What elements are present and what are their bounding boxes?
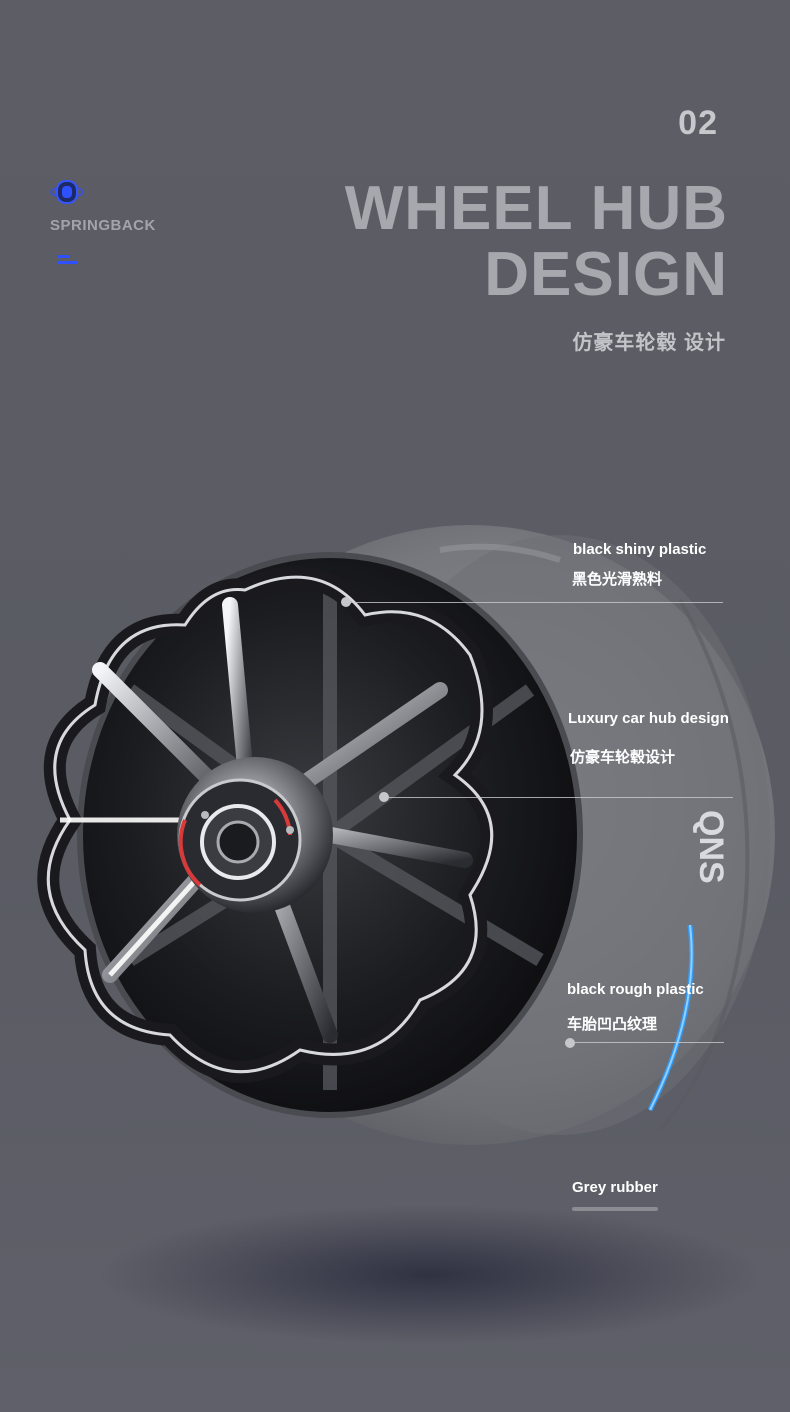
- title-line-2: DESIGN: [484, 240, 728, 309]
- brand-logo-icon: [50, 180, 84, 204]
- page-title: WHEEL HUB DESIGN: [345, 176, 728, 308]
- callout-1-label-cn: 黑色光滑熟料: [572, 571, 663, 588]
- callout-1-line: [350, 602, 723, 603]
- callout-4-underline: [572, 1207, 658, 1211]
- brand-name: SPRINGBACK: [50, 217, 156, 234]
- page-subtitle: 仿豪车轮毂 设计: [572, 332, 726, 354]
- callout-4-label: Grey rubber: [572, 1179, 658, 1196]
- hub-cap: [177, 757, 333, 913]
- title-line-1: WHEEL HUB: [344, 174, 728, 243]
- wheel-illustration: QNS: [37, 525, 775, 1145]
- callout-3-dot: [565, 1038, 575, 1048]
- callout-3-label: black rough plastic: [567, 981, 704, 998]
- callout-3-line: [574, 1042, 724, 1043]
- callout-2-label-cn: 仿豪车轮毂设计: [570, 749, 676, 766]
- tire-print: QNS: [692, 810, 730, 884]
- callout-1-dot: [341, 597, 351, 607]
- brand-mark-icon: [58, 255, 78, 264]
- callout-2-dot: [379, 792, 389, 802]
- callout-3-label-cn: 车胎凹凸纹理: [567, 1016, 658, 1033]
- callout-1-label: black shiny plastic: [573, 541, 707, 558]
- callout-2-label: Luxury car hub design: [568, 710, 729, 727]
- callout-2-line: [388, 797, 733, 798]
- front-rim: [37, 566, 503, 1083]
- page-number: 02: [678, 104, 718, 142]
